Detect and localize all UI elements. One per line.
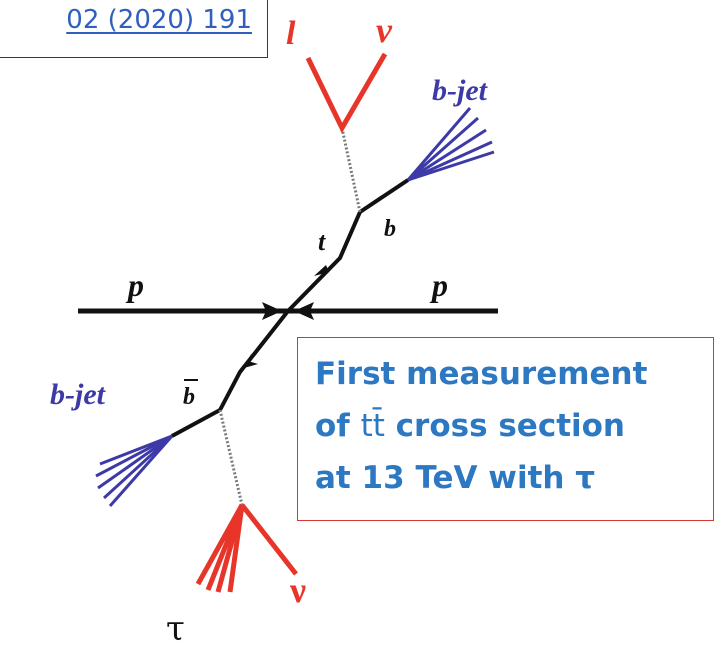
highlight-note-box: First measurement of tt̄ cross section a… bbox=[297, 337, 714, 521]
label-neutrino-bottom: ν bbox=[289, 570, 306, 610]
label-lepton: l bbox=[286, 15, 296, 52]
label-bquark-top: b bbox=[384, 216, 396, 242]
w-boson-top bbox=[340, 127, 362, 213]
label-bjet-bottom: b-jet bbox=[50, 378, 107, 411]
label-proton-right: p bbox=[429, 267, 448, 303]
proton-arrow-left bbox=[262, 302, 282, 320]
note-line-1: First measurement bbox=[315, 356, 648, 392]
top-quark-line bbox=[286, 211, 362, 313]
antitop-quark-line bbox=[218, 309, 290, 411]
note-line-3: at 13 TeV with τ bbox=[315, 460, 596, 496]
ttbar-symbol: tt̄ bbox=[360, 408, 385, 444]
label-antib-quark: b bbox=[183, 384, 195, 410]
tau-neutrino-spray bbox=[195, 503, 298, 593]
lepton-neutrino-vertex-top bbox=[305, 52, 388, 134]
b-jet-bottom-spray bbox=[95, 434, 174, 507]
note-line-2: of tt̄ cross section bbox=[315, 400, 713, 452]
note-line-2-prefix: of bbox=[315, 408, 361, 444]
b-jet-top-spray bbox=[406, 107, 495, 182]
antib-quark-line bbox=[171, 408, 221, 438]
label-bjet-top: b-jet bbox=[432, 74, 489, 107]
label-top-quark: t bbox=[318, 227, 326, 256]
label-tau: τ bbox=[166, 609, 185, 646]
note-line-2-suffix: cross section bbox=[384, 408, 626, 444]
w-boson-bottom bbox=[218, 409, 244, 506]
label-proton-left: p bbox=[125, 267, 144, 303]
proton-arrow-right bbox=[294, 302, 314, 320]
reference-citation-box: 02 (2020) 191 bbox=[0, 0, 268, 58]
b-quark-top-line bbox=[358, 178, 410, 214]
label-neutrino-top: ν bbox=[376, 10, 393, 50]
antitop-quark-arrow bbox=[244, 352, 258, 368]
reference-link[interactable]: 02 (2020) 191 bbox=[66, 5, 252, 35]
top-quark-arrow bbox=[314, 265, 334, 284]
